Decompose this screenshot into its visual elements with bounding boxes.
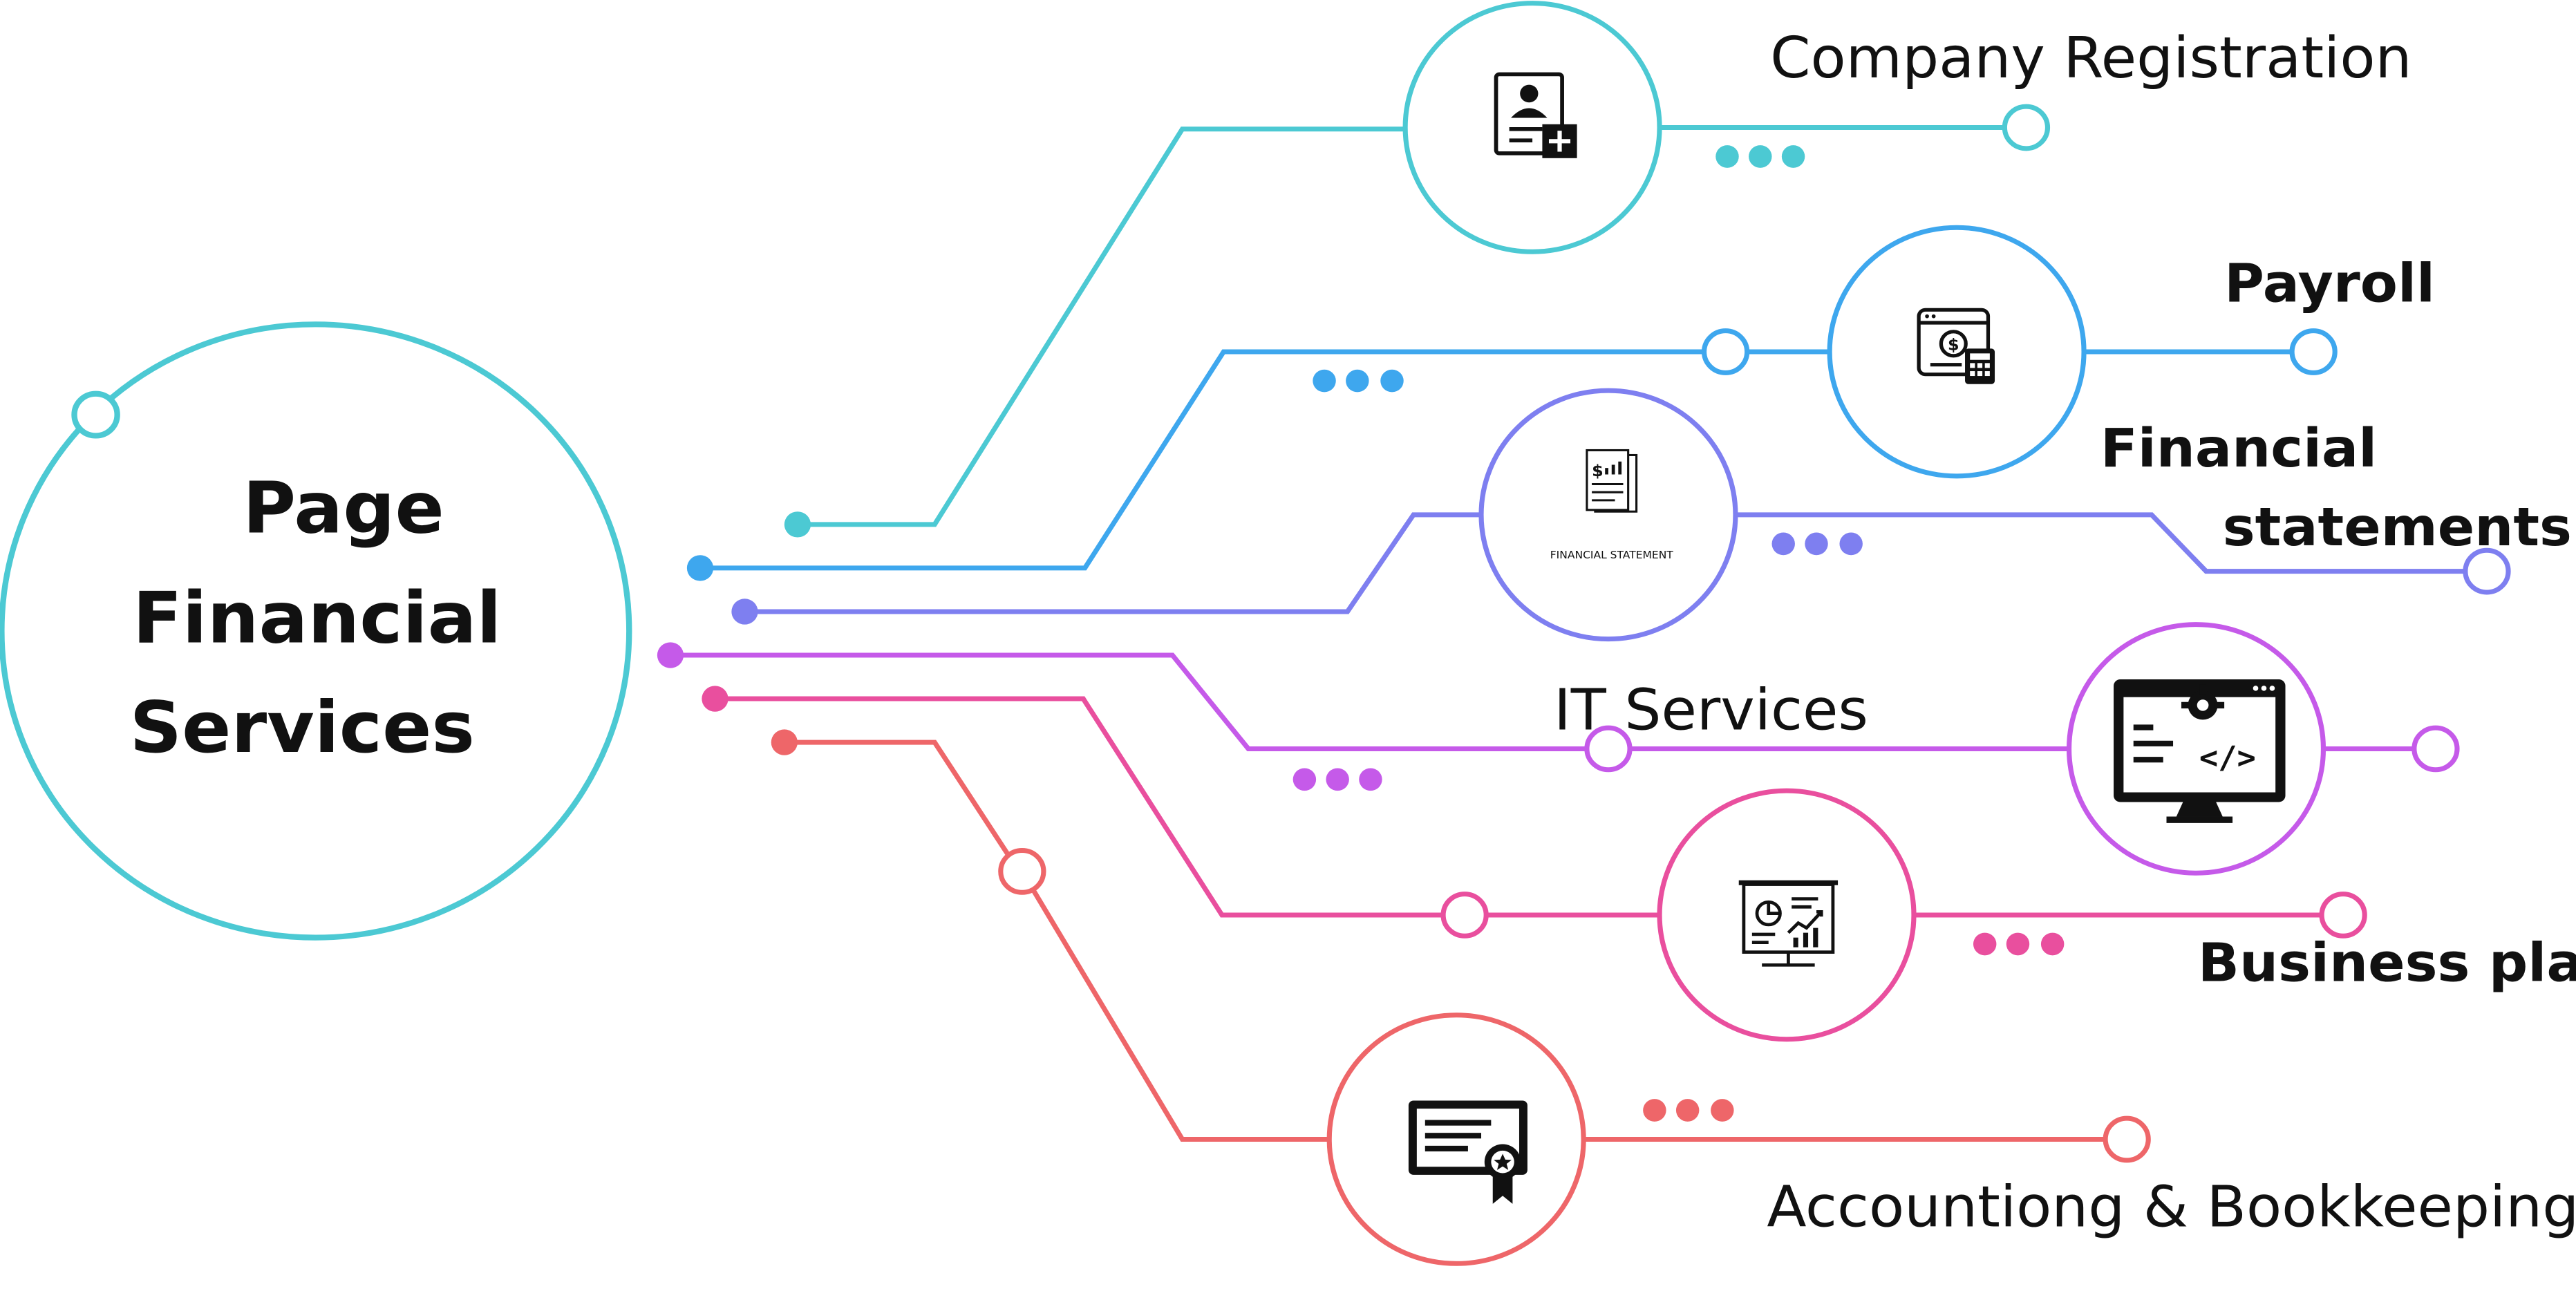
connector-line <box>699 349 1704 571</box>
connector-line <box>715 696 1444 918</box>
ellipsis-dot <box>1781 145 1805 168</box>
end-knob <box>2412 725 2460 773</box>
start-dot <box>784 511 811 538</box>
central-title-line-2: Financial <box>133 576 502 659</box>
ellipsis-dot <box>1675 1099 1700 1122</box>
end-knob <box>2463 547 2511 595</box>
start-dot <box>657 642 684 668</box>
mid-knob <box>998 848 1046 895</box>
branch-company-registration <box>784 1 2051 538</box>
end-knob <box>2002 104 2051 151</box>
payment-calculator-icon: $ <box>1917 308 1995 384</box>
end-knob <box>2319 892 2367 939</box>
ellipsis-dot <box>1749 145 1772 168</box>
ellipsis-dots <box>1771 532 1863 556</box>
ellipsis-dot <box>1973 932 1997 956</box>
svg-text:</>: </> <box>2199 739 2256 775</box>
label-accounting-bookkeeping: Accountiong & Bookkeeping <box>1767 1174 2576 1240</box>
end-knob <box>2103 1115 2151 1163</box>
node-circle <box>1657 788 1917 1042</box>
branch-payroll: $ <box>686 225 2338 581</box>
central-hub: Page Financial Services <box>0 321 632 941</box>
central-circle <box>0 321 632 941</box>
ellipsis-dot <box>1715 145 1739 168</box>
start-dot <box>702 686 728 712</box>
end-knob <box>2289 328 2338 375</box>
code-monitor-icon: </> <box>2114 679 2286 823</box>
start-dot <box>771 729 798 755</box>
ellipsis-dot <box>1292 768 1317 791</box>
ellipsis-dot <box>1771 532 1795 556</box>
ellipsis-dot <box>1839 532 1863 556</box>
central-title-line-1: Page <box>243 467 444 550</box>
ellipsis-dot <box>1805 532 1828 556</box>
connector-line <box>670 652 1587 751</box>
mid-knob <box>1584 725 1633 773</box>
svg-text:$: $ <box>1592 461 1604 480</box>
central-knob <box>71 390 120 439</box>
ellipsis-dot <box>1313 369 1336 393</box>
certificate-icon <box>1408 1100 1527 1204</box>
central-title-line-3: Services <box>129 686 475 769</box>
financial-statement-icon: $ <box>1586 449 1638 513</box>
branch-it-services: </> <box>657 622 2460 876</box>
ellipsis-dots <box>1292 768 1382 791</box>
ellipsis-dot <box>1326 768 1349 791</box>
ellipsis-dots <box>1313 369 1404 393</box>
branch-financial-statements: $ FINANCIAL STATEMENT <box>731 388 2511 642</box>
ellipsis-dot <box>2006 932 2030 956</box>
connector-line <box>1735 512 2465 574</box>
label-financial-statements-line-2: statements <box>2223 497 2572 558</box>
branch-business-plan <box>702 686 2367 1042</box>
label-financial-statements-line-1: Financial <box>2100 418 2377 480</box>
ellipsis-dot <box>1711 1099 1734 1122</box>
ellipsis-dots <box>1715 145 1805 168</box>
ellipsis-dots <box>1643 1099 1734 1122</box>
ellipsis-dots <box>1973 932 2065 956</box>
ellipsis-dot <box>1359 768 1382 791</box>
branch-accounting-bookkeeping <box>771 729 2151 1266</box>
presentation-board-icon <box>1738 880 1839 967</box>
start-dot <box>686 555 714 581</box>
mid-knob <box>1440 892 1489 939</box>
label-it-services: IT Services <box>1554 677 1868 743</box>
mid-knob <box>1701 328 1750 375</box>
start-dot <box>731 599 758 625</box>
connector-line <box>1031 889 1331 1142</box>
icon-caption: FINANCIAL STATEMENT <box>1550 549 1674 561</box>
ellipsis-dot <box>1643 1099 1666 1122</box>
id-card-add-icon <box>1494 72 1577 158</box>
node-circle <box>1827 225 2087 479</box>
label-payroll: Payroll <box>2224 253 2435 314</box>
ellipsis-dot <box>1380 369 1404 393</box>
connector-line <box>744 512 1483 614</box>
ellipsis-dot <box>1346 369 1369 393</box>
svg-text:$: $ <box>1948 335 1959 355</box>
node-circle <box>1478 388 1738 642</box>
label-business-plan: Business plan <box>2198 932 2576 994</box>
label-company-registration: Company Registration <box>1770 26 2412 91</box>
ellipsis-dot <box>2040 932 2065 956</box>
connector-line <box>784 739 1013 860</box>
connector-line <box>797 126 1407 527</box>
